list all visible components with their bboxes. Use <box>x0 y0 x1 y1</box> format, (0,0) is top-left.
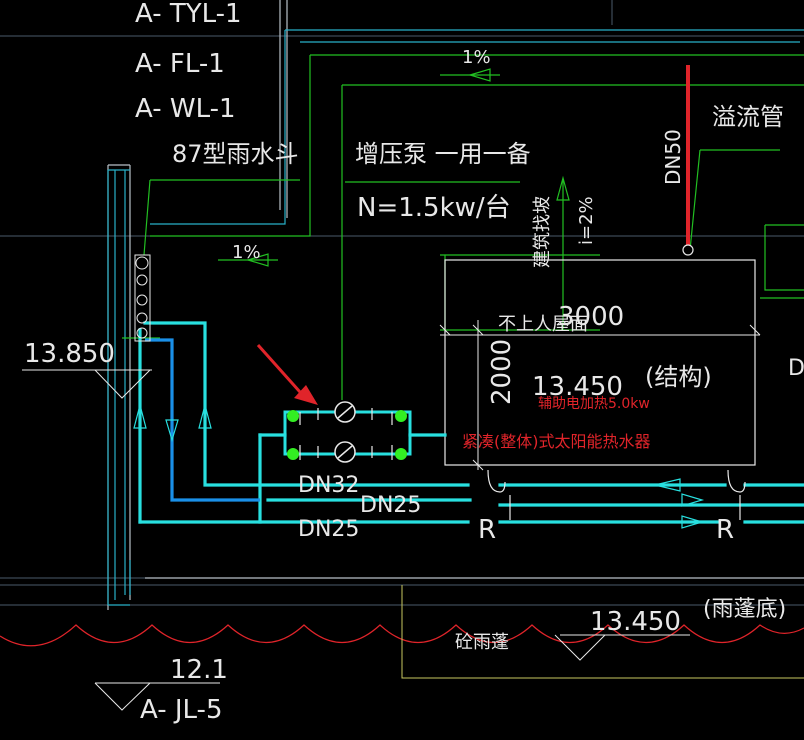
canopy-outline <box>401 585 804 679</box>
r-right-label: R <box>716 515 734 545</box>
dimension-marks <box>439 320 761 471</box>
overflow-pipe <box>682 65 694 256</box>
slope-arrows <box>245 68 570 267</box>
red-arrow-icon <box>256 344 318 405</box>
dn25-mid-label: DN25 <box>360 493 421 518</box>
level-triangle-icon <box>22 369 690 711</box>
roof-no-access-label: 不上人屋面 <box>498 314 588 335</box>
pipe-label-tyl: A- TYL-1 <box>135 0 242 29</box>
roof-outline <box>107 29 804 606</box>
valve-icon <box>287 410 407 460</box>
elev-13850-label: 13.850 <box>24 339 115 369</box>
elev-canopy-label: 13.450 <box>590 607 681 637</box>
structure-label: (结构) <box>645 363 712 391</box>
heater-electric-label: 辅助电加热5.0kw <box>538 396 650 412</box>
r-left-label: R <box>478 515 496 545</box>
building-outline <box>107 0 804 610</box>
trap-icon <box>487 469 746 520</box>
solar-water-heater-box <box>444 259 756 466</box>
dn25-low-label: DN25 <box>298 517 359 542</box>
dn32-label: DN32 <box>298 473 359 498</box>
pump-icon <box>334 401 356 463</box>
power-label: N=1.5kw/台 <box>357 193 511 223</box>
canopy-bottom-label: (雨蓬底) <box>703 597 786 622</box>
concrete-canopy-label: 砼雨蓬 <box>455 632 509 653</box>
overflow-label: 溢流管 <box>712 103 784 131</box>
pipe-label-fl: A- FL-1 <box>135 49 225 79</box>
dim-3000-label: 3000 <box>558 302 624 332</box>
float-ball-icon <box>134 254 151 342</box>
partial-d-label: D <box>788 356 804 381</box>
elev-heater-label: 13.450 <box>532 372 623 402</box>
slope-top-label: 1% <box>462 47 491 68</box>
pipes-cyan <box>138 321 804 524</box>
pipe-label-jl: A- JL-5 <box>140 695 222 725</box>
heater-name-label: 紧凑(整体)式太阳能热水器 <box>462 432 651 451</box>
dim-2000-label: 2000 <box>487 339 517 405</box>
rain-hopper-label: 87型雨水斗 <box>172 140 299 168</box>
pump-label: 增压泵 一用一备 <box>355 140 531 168</box>
slope-i-label: i=2% <box>576 196 597 245</box>
pump-station-inner <box>299 408 393 460</box>
slope-left-label: 1% <box>232 242 261 263</box>
flow-arrows <box>133 402 705 529</box>
elev-121-label: 12.1 <box>170 655 228 685</box>
canopy-scallops <box>0 624 804 647</box>
pipe-label-wl: A- WL-1 <box>135 94 236 124</box>
building-slope-label: 建筑找坡 <box>532 196 553 268</box>
pipes-blue <box>145 338 260 502</box>
dn50-label: DN50 <box>661 129 685 185</box>
